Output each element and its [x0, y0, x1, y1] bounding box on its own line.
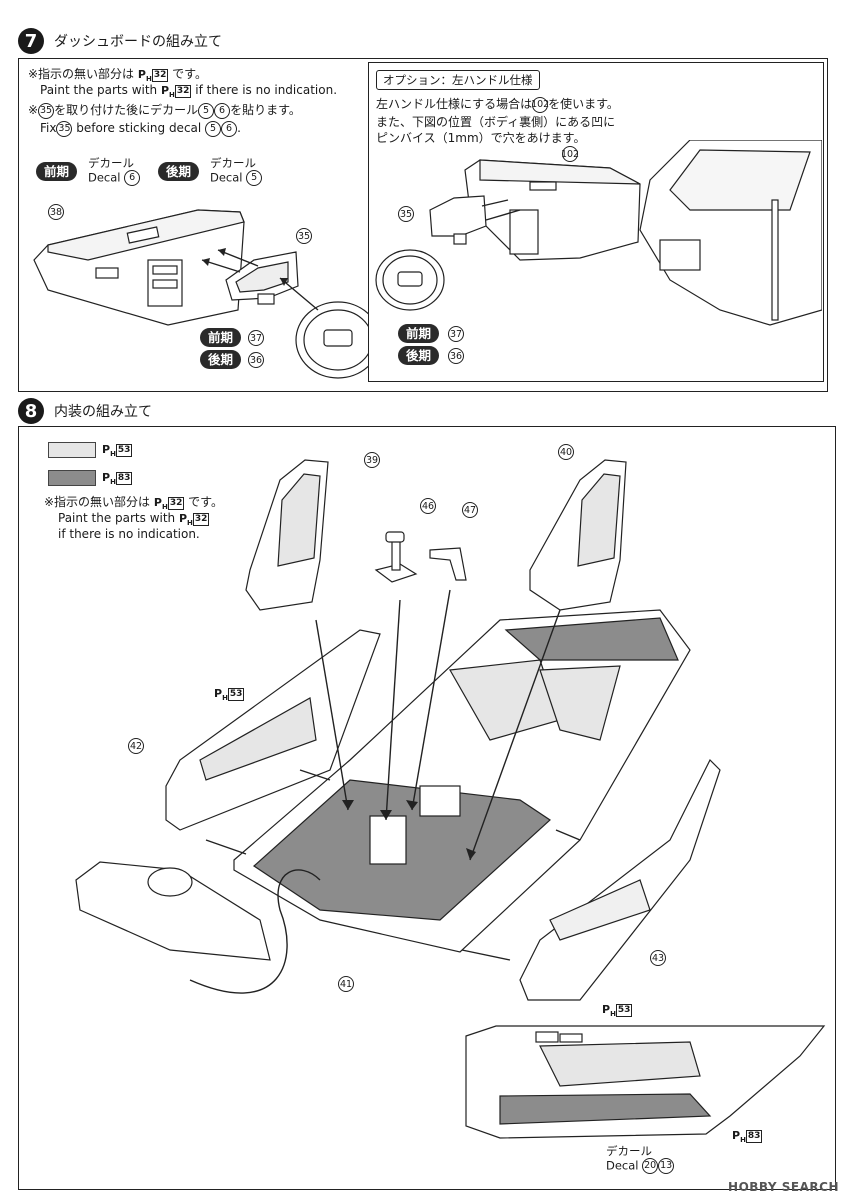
- step8-interior-drawing: [75, 459, 721, 1001]
- step-number: 7: [18, 28, 44, 54]
- badge-late: 後期: [398, 346, 440, 365]
- note-text: ※指示の無い部分は: [28, 67, 135, 81]
- part-label: 102: [561, 146, 579, 162]
- badge-early: 前期: [36, 162, 78, 181]
- option-line-2: また、下図の位置（ボディ裏側）にある凹に: [376, 115, 616, 129]
- option-text: を使います。: [548, 97, 619, 111]
- part-label: 36: [248, 352, 264, 368]
- part-number: 35: [38, 102, 55, 119]
- part-label: 41: [338, 976, 354, 992]
- paint-code: 53: [615, 1003, 633, 1017]
- legend-code: 83: [115, 471, 133, 485]
- badge-early: 前期: [200, 328, 242, 347]
- step-8-header: 8 内装の組み立て: [18, 398, 152, 424]
- step-number: 8: [18, 398, 44, 424]
- step-title: 内装の組み立て: [54, 404, 152, 420]
- decal-jp: デカール: [210, 156, 256, 170]
- option-drawing: [375, 140, 822, 326]
- note-suffix: if there is no indication.: [195, 83, 338, 97]
- note-suffix: です。: [172, 67, 207, 81]
- part-label: 38: [48, 204, 64, 220]
- decal-en: Decal: [606, 1158, 639, 1173]
- fix-text: Fix: [40, 121, 57, 135]
- step-7-frame: [18, 58, 828, 392]
- step7-dashboard-drawing: [33, 209, 368, 379]
- note-suffix: です。: [188, 495, 223, 509]
- decal-number: 6: [221, 120, 238, 137]
- part-label: 42: [128, 738, 144, 754]
- console-shape: [369, 815, 407, 865]
- part-label: 37: [448, 326, 464, 342]
- step8-note-en-2: if there is no indication.: [58, 527, 200, 541]
- paint-code: 83: [745, 1129, 763, 1143]
- decal-label-early: デカール Decal 6: [88, 156, 141, 186]
- legend-code: 53: [115, 443, 133, 457]
- decal-en: Decal: [210, 170, 243, 185]
- legend-swatch-dark: [48, 470, 96, 486]
- legend-swatch-light: [48, 442, 96, 458]
- fix-text: before sticking decal: [76, 121, 202, 135]
- decal-jp: デカール: [606, 1144, 652, 1158]
- decal-number: 20: [642, 1158, 659, 1174]
- step-8-frame: [18, 426, 836, 1190]
- option-line-3: ピンバイス（1mm）で穴をあけます。: [376, 131, 586, 145]
- decal-number: 13: [658, 1158, 675, 1174]
- badge-late: 後期: [158, 162, 200, 181]
- watermark: HOBBY SEARCH: [728, 1180, 839, 1194]
- option-title: オプション：左ハンドル仕様: [376, 70, 540, 90]
- brake-lever-shape: [429, 547, 467, 581]
- dashboard-part-shape: [75, 861, 271, 961]
- note-text: Paint the parts with: [40, 83, 158, 97]
- fix-text: を取り付けた後にデカール: [54, 103, 199, 117]
- decal-number: 6: [214, 102, 231, 119]
- paint-code: 53: [227, 687, 245, 701]
- step-7-header: 7 ダッシュボードの組み立て: [18, 28, 222, 54]
- part-label: 40: [558, 444, 574, 460]
- decal-en: Decal: [88, 170, 121, 185]
- part-label: 39: [364, 452, 380, 468]
- decal-number: 5: [198, 102, 215, 119]
- door-inset-drawing: [465, 1025, 826, 1139]
- part-number: 35: [56, 120, 73, 137]
- part-label: 46: [420, 498, 436, 514]
- fix-suffix: を貼ります。: [230, 103, 301, 117]
- note-text: Paint the parts with: [58, 511, 176, 525]
- decal-number: 6: [124, 170, 141, 186]
- part-number: 102: [531, 96, 549, 113]
- option-text: 左ハンドル仕様にする場合は: [376, 97, 533, 111]
- part-label: 47: [462, 502, 478, 518]
- decal-jp: デカール: [88, 156, 134, 170]
- option-line-1: 左ハンドル仕様にする場合は102を使います。: [376, 96, 619, 113]
- badge-late: 後期: [200, 350, 242, 369]
- note-text: ※指示の無い部分は: [44, 495, 151, 509]
- pin-vise-shape: [771, 199, 779, 321]
- option-box: [368, 62, 824, 382]
- part-label: 37: [248, 330, 264, 346]
- decal-label-late: デカール Decal 5: [210, 156, 263, 186]
- step-title: ダッシュボードの組み立て: [54, 34, 222, 50]
- decal-number: 5: [205, 120, 222, 137]
- badge-early: 前期: [398, 324, 440, 343]
- decal-number: 5: [246, 170, 263, 186]
- part-label: 35: [398, 206, 414, 222]
- part-label: 36: [448, 348, 464, 364]
- part-label: 43: [650, 950, 666, 966]
- part-label: 35: [296, 228, 312, 244]
